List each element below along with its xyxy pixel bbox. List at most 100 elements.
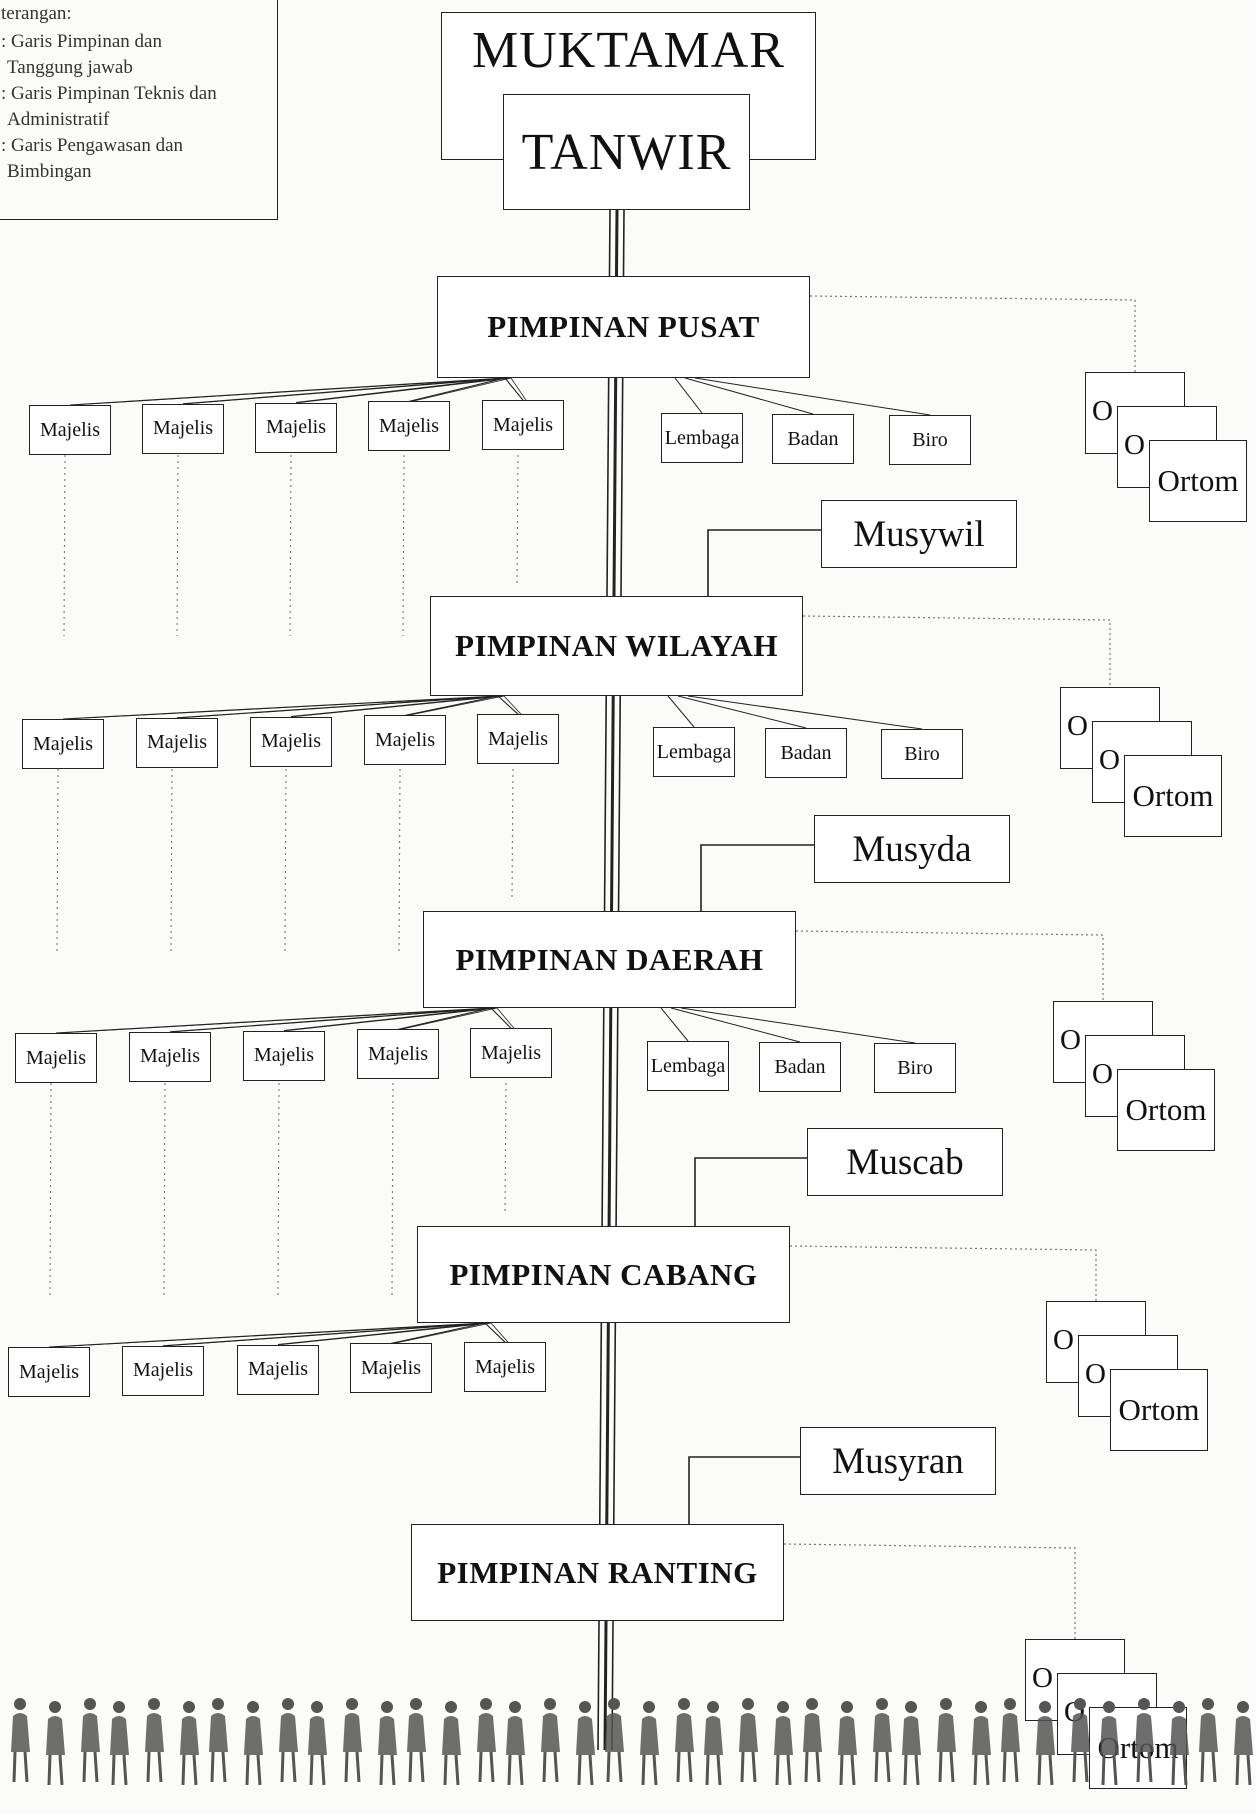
fan-line bbox=[411, 377, 512, 402]
fan-line bbox=[165, 1322, 492, 1347]
majelis-box: Majelis bbox=[15, 1033, 97, 1083]
musyawarah-muscab-box: Muscab bbox=[807, 1128, 1003, 1196]
technical-line bbox=[391, 1082, 394, 1297]
person-figure-icon bbox=[576, 1701, 595, 1786]
person-figure-icon bbox=[1170, 1701, 1189, 1786]
majelis-box: Majelis bbox=[250, 716, 332, 767]
technical-line bbox=[49, 1082, 52, 1297]
musyawarah-connector bbox=[688, 1456, 800, 1524]
fan-line bbox=[503, 695, 522, 715]
technical-line bbox=[277, 1082, 280, 1297]
legend-item-text-cont: Bimbingan bbox=[7, 161, 92, 182]
majelis-box: Majelis bbox=[136, 717, 218, 768]
supervision-line bbox=[802, 615, 1111, 687]
lembaga-box: Lembaga bbox=[647, 1041, 729, 1091]
ortom-box: Ortom bbox=[1117, 1069, 1215, 1151]
musyawarah-connector bbox=[694, 1157, 807, 1226]
person-figure-icon bbox=[838, 1701, 857, 1786]
majelis-box: Majelis bbox=[142, 403, 224, 454]
legend-title: terangan: bbox=[1, 3, 72, 24]
fan-line bbox=[58, 1007, 498, 1034]
legend-item-line-supervision: : Garis Pengawasan dan Bimbingan bbox=[1, 133, 277, 185]
majelis-box: Majelis bbox=[364, 715, 446, 766]
fan-line bbox=[298, 377, 512, 403]
fan-line bbox=[670, 1007, 801, 1043]
technical-line bbox=[402, 454, 405, 637]
majelis-box: Majelis bbox=[350, 1343, 432, 1394]
fan-line bbox=[490, 1322, 509, 1343]
ortom-box: Ortom bbox=[1149, 440, 1247, 522]
technical-line bbox=[56, 768, 59, 952]
badan-box: Badan bbox=[765, 728, 847, 778]
majelis-box: Majelis bbox=[8, 1347, 90, 1397]
fan-line bbox=[400, 1007, 498, 1030]
person-figure-icon bbox=[308, 1701, 327, 1786]
technical-line bbox=[284, 768, 287, 952]
pimpinan-daerah-box: PIMPINAN DAERAH bbox=[423, 911, 796, 1008]
fan-line bbox=[677, 695, 807, 729]
fan-line bbox=[687, 695, 923, 730]
person-figure-icon bbox=[180, 1701, 199, 1786]
badan-box: Badan bbox=[759, 1042, 841, 1092]
technical-line bbox=[504, 1082, 507, 1214]
person-figure-icon bbox=[1100, 1701, 1119, 1786]
legend-item-text-cont: Tanggung jawab bbox=[7, 57, 133, 78]
musyawarah-connector bbox=[707, 529, 821, 596]
fan-line bbox=[390, 1322, 486, 1344]
legend: terangan: : Garis Pimpinan dan Tanggung … bbox=[0, 0, 278, 220]
person-figure-icon bbox=[244, 1701, 263, 1786]
pimpinan-pusat-box: PIMPINAN PUSAT bbox=[437, 276, 810, 378]
person-figure-icon bbox=[704, 1701, 723, 1786]
musyawarah-musyda-box: Musyda bbox=[814, 815, 1010, 883]
majelis-box: Majelis bbox=[482, 400, 564, 451]
fan-line bbox=[293, 695, 505, 717]
connector-lines bbox=[48, 209, 1136, 1751]
majelis-box: Majelis bbox=[464, 1342, 546, 1393]
fan-line bbox=[497, 695, 519, 715]
pimpinan-cabang-box: PIMPINAN CABANG bbox=[417, 1226, 790, 1323]
legend-item-line-leadership: : Garis Pimpinan dan Tanggung jawab bbox=[1, 29, 277, 81]
fan-line bbox=[51, 1322, 492, 1348]
fan-line bbox=[407, 695, 505, 716]
legend-item-text: : Garis Pimpinan Teknis dan bbox=[1, 83, 217, 104]
person-figure-icon bbox=[506, 1701, 525, 1786]
fan-line bbox=[295, 377, 506, 404]
technical-line bbox=[289, 454, 292, 637]
supervision-line bbox=[795, 930, 1104, 1001]
fan-line bbox=[72, 377, 512, 406]
fan-line bbox=[660, 1007, 689, 1042]
fan-line bbox=[674, 377, 703, 414]
person-figure-icon bbox=[378, 1701, 397, 1786]
fan-line bbox=[185, 377, 512, 405]
person-figure-icon bbox=[640, 1701, 659, 1786]
fan-line bbox=[484, 1322, 506, 1343]
fan-line bbox=[280, 1322, 492, 1345]
biro-box: Biro bbox=[874, 1043, 956, 1093]
fan-line bbox=[496, 1007, 515, 1029]
biro-box: Biro bbox=[889, 415, 971, 465]
technical-line bbox=[170, 768, 173, 952]
person-figure-icon bbox=[541, 1698, 560, 1783]
pimpinan-wilayah-box: PIMPINAN WILAYAH bbox=[430, 596, 803, 696]
person-figure-icon bbox=[343, 1698, 362, 1783]
technical-line bbox=[63, 454, 66, 637]
majelis-box: Majelis bbox=[129, 1031, 211, 1082]
person-figure-icon bbox=[1199, 1698, 1218, 1783]
person-figure-icon bbox=[1135, 1698, 1154, 1783]
tanwir-box: TANWIR bbox=[503, 94, 750, 210]
supervision-line bbox=[783, 1543, 1076, 1639]
fan-line bbox=[667, 695, 695, 728]
person-figure-icon bbox=[1234, 1701, 1253, 1786]
person-figure-icon bbox=[110, 1701, 129, 1786]
fan-line bbox=[408, 377, 506, 402]
person-figure-icon bbox=[1001, 1698, 1020, 1783]
majelis-box: Majelis bbox=[29, 405, 111, 455]
legend-item-text: : Garis Pimpinan dan bbox=[1, 31, 162, 52]
person-figure-icon bbox=[675, 1698, 694, 1783]
majelis-box: Majelis bbox=[237, 1344, 319, 1395]
majelis-box: Majelis bbox=[122, 1345, 204, 1396]
technical-line bbox=[511, 768, 514, 900]
technical-line bbox=[163, 1082, 166, 1297]
person-figure-icon bbox=[605, 1698, 624, 1783]
